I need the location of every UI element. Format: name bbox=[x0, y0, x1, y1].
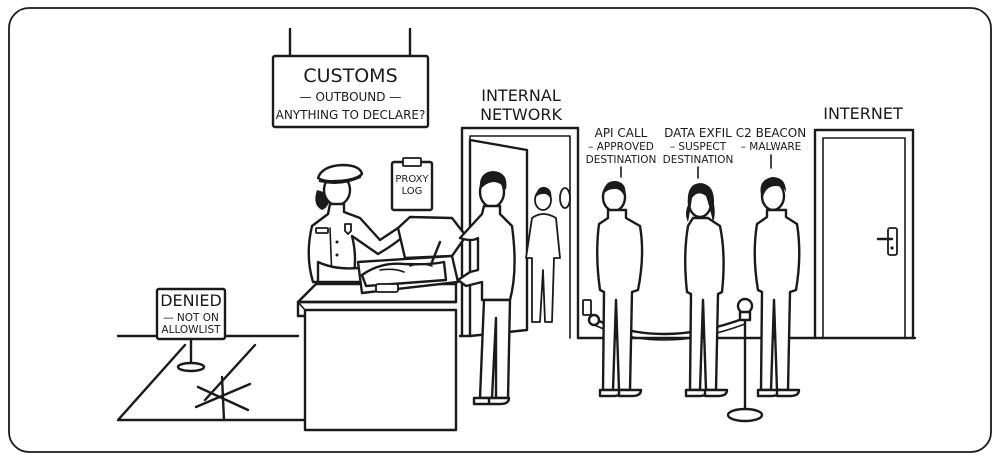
denied-sign-line1: — NOT ON bbox=[163, 312, 219, 324]
queue-label-data-exfil: DATA EXFIL – SUSPECT DESTINATION bbox=[663, 126, 734, 179]
person-data-exfil bbox=[684, 183, 729, 398]
floor-line bbox=[116, 334, 917, 340]
internet-door bbox=[813, 128, 915, 340]
customs-sign: CUSTOMS — OUTBOUND — ANYTHING TO DECLARE… bbox=[271, 27, 430, 129]
denied-sign-title: DENIED bbox=[160, 291, 222, 310]
outer-frame bbox=[8, 7, 992, 453]
internal-network-line1: INTERNAL bbox=[481, 86, 561, 105]
customs-counter bbox=[296, 282, 458, 432]
proxy-log-line2: LOG bbox=[402, 186, 423, 197]
denied-sign-line2: ALLOWLIST bbox=[161, 324, 221, 336]
wall-outlet bbox=[582, 299, 592, 316]
customs-sign-line2: ANYTHING TO DECLARE? bbox=[276, 108, 426, 122]
queue-c2-beacon-line1: – MALWARE bbox=[741, 141, 802, 153]
customs-sign-title: CUSTOMS bbox=[303, 65, 397, 87]
queue-api-call-line2: DESTINATION bbox=[586, 154, 657, 166]
person-api-call bbox=[596, 180, 644, 398]
customs-officer bbox=[307, 163, 406, 284]
person-c2-beacon bbox=[753, 177, 801, 398]
denied-sign: DENIED — NOT ON ALLOWLIST bbox=[155, 287, 227, 373]
queue-c2-beacon-title: C2 BEACON bbox=[736, 126, 806, 140]
traveler bbox=[456, 171, 516, 406]
queue-data-exfil-line1: – SUSPECT bbox=[670, 141, 727, 153]
internal-network-label: INTERNAL NETWORK bbox=[480, 86, 562, 124]
queue-label-api-call: API CALL – APPROVED DESTINATION bbox=[586, 126, 657, 178]
queue-api-call-title: API CALL bbox=[595, 126, 648, 140]
queue-api-call-line1: – APPROVED bbox=[588, 141, 654, 153]
queue-data-exfil-line2: DESTINATION bbox=[663, 154, 734, 166]
internet-label: INTERNET bbox=[823, 104, 903, 123]
internal-network-line2: NETWORK bbox=[480, 105, 562, 124]
queue-data-exfil-title: DATA EXFIL bbox=[664, 126, 732, 140]
denied-floor-zone bbox=[116, 343, 307, 422]
suitcase bbox=[356, 215, 468, 295]
proxy-log-clipboard: PROXY LOG bbox=[390, 157, 434, 212]
customs-sign-line1: — OUTBOUND — bbox=[300, 90, 402, 104]
queue-label-c2-beacon: C2 BEACON – MALWARE bbox=[736, 126, 806, 169]
proxy-log-line1: PROXY bbox=[395, 174, 429, 185]
